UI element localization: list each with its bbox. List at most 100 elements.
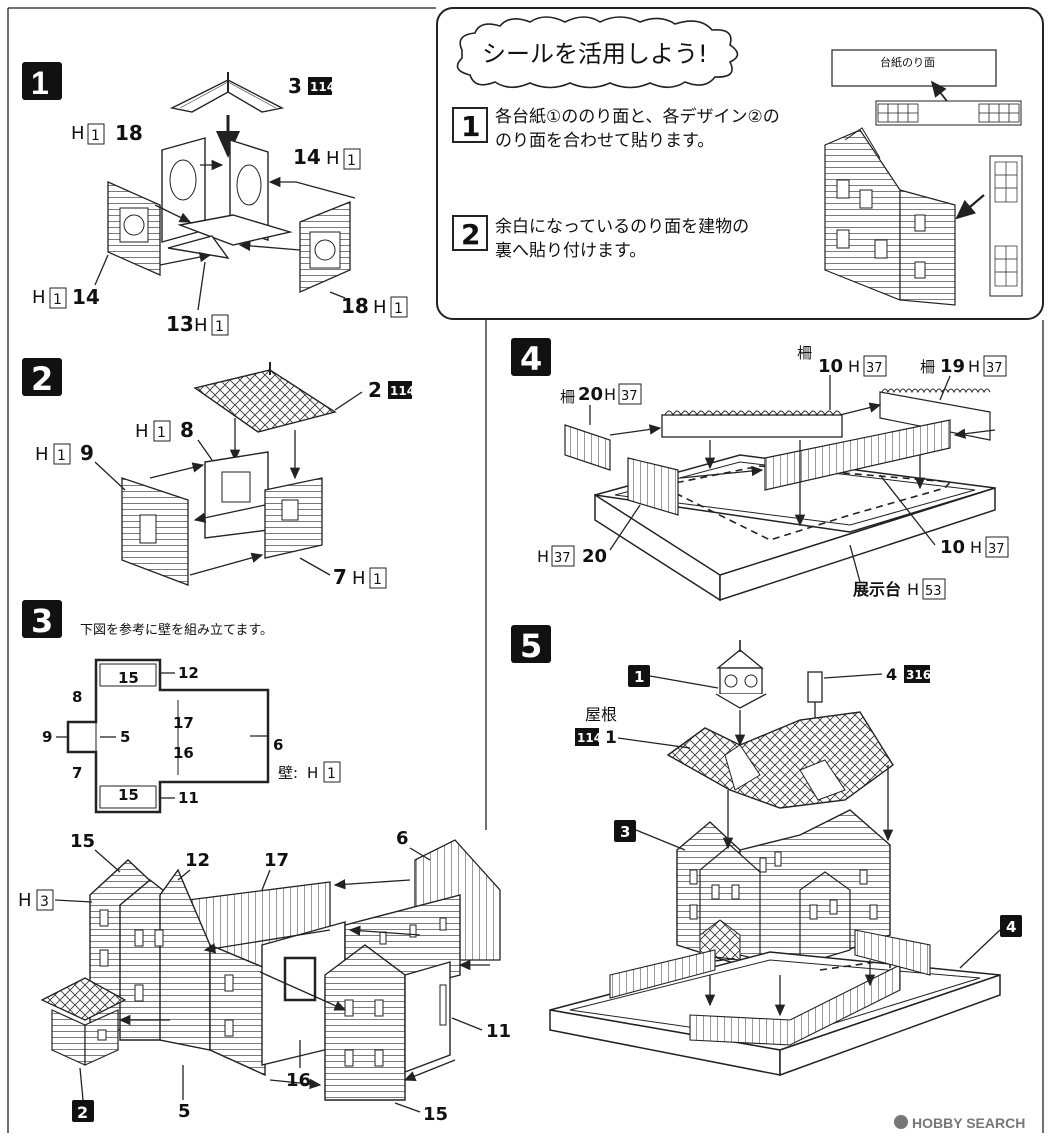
svg-text:柵: 柵 (920, 358, 935, 376)
step-3-number: 3 (31, 602, 53, 640)
svg-text:1: 1 (53, 292, 62, 308)
tip-1-text-2: のり面を合わせて貼ります。 (495, 131, 714, 151)
svg-text:H: H (326, 148, 340, 169)
step-2: 2 2 114 H 1 8 H 1 9 7 H 1 (22, 358, 415, 589)
svg-text:H: H (35, 444, 49, 465)
cupola-part (715, 640, 767, 709)
svg-text:20: 20 (578, 384, 603, 405)
step-3-badge (22, 600, 62, 638)
fence-20-left (564, 424, 611, 471)
tip-house-sketch (824, 127, 956, 306)
svg-text:8: 8 (72, 688, 82, 706)
display-stand-label: 展示台 (853, 580, 901, 599)
tip-title: シールを活用しよう! (482, 40, 708, 68)
tip-2-text-1: 余白になっているのり面を建物の (495, 217, 749, 237)
sticker-tip-box: シールを活用しよう! 1 各台紙①ののり面と、各デザイン②の のり面を合わせて貼… (436, 7, 1044, 320)
svg-text:6: 6 (396, 828, 409, 849)
step-3: 3 下図を参考に壁を組み立てます。 15 12 8 9 5 17 16 6 7 … (18, 600, 511, 1125)
svg-text:5: 5 (178, 1101, 191, 1122)
watermark: HOBBY SEARCH (894, 1115, 1025, 1131)
svg-text:H: H (907, 580, 919, 599)
svg-text:316: 316 (906, 668, 931, 682)
fence-10-front (764, 419, 951, 491)
svg-text:1: 1 (634, 668, 644, 686)
svg-text:19: 19 (940, 356, 965, 377)
svg-text:7: 7 (72, 764, 82, 782)
step-4-badge (511, 338, 551, 376)
svg-text:4: 4 (1006, 918, 1016, 936)
step-4: 4 (511, 338, 1009, 602)
svg-text:10: 10 (818, 356, 843, 377)
label-18a: 18 (115, 121, 143, 145)
svg-text:1: 1 (394, 301, 403, 317)
step-3-assembly: 15 12 17 6 H 3 11 16 5 15 2 (18, 828, 511, 1125)
label-8: 8 (180, 418, 194, 442)
chimney-part (807, 671, 823, 703)
svg-text:3: 3 (620, 823, 630, 841)
svg-text:H: H (307, 764, 318, 782)
title-cloud (456, 16, 739, 89)
svg-text:17: 17 (264, 850, 289, 871)
svg-text:10: 10 (940, 537, 965, 558)
label-14b: 14 (72, 285, 100, 309)
tip-1-badge (452, 107, 488, 143)
svg-text:1: 1 (605, 728, 617, 748)
step-1: 1 3 1 14 H 1 18 (22, 62, 408, 336)
svg-text:37: 37 (988, 542, 1005, 557)
svg-text:H: H (71, 123, 85, 144)
svg-text:H: H (537, 547, 549, 566)
svg-text:15: 15 (118, 786, 139, 804)
roof-label: 屋根 (585, 705, 617, 724)
label-3: 3 (288, 74, 302, 98)
fence-10-back (661, 410, 843, 438)
step-5-number: 5 (520, 627, 542, 665)
step-2-number: 2 (31, 360, 53, 398)
tip-2-badge (452, 215, 488, 251)
svg-text:H: H (604, 385, 616, 404)
svg-text:12: 12 (178, 664, 199, 682)
house-assembly (676, 809, 891, 976)
svg-text:柵: 柵 (797, 344, 812, 362)
part-13-floor (177, 214, 293, 246)
svg-text:37: 37 (621, 389, 638, 404)
svg-text:37: 37 (986, 361, 1003, 376)
svg-text:H: H (373, 297, 387, 318)
label-13: 13 (166, 312, 194, 336)
fence-20-front (627, 457, 679, 516)
step-4-number: 4 (520, 340, 542, 378)
svg-text:H: H (848, 357, 860, 376)
svg-text:114: 114 (577, 731, 602, 745)
svg-text:4: 4 (886, 665, 897, 684)
step-1-badge (22, 62, 62, 100)
floor-plan (66, 658, 270, 814)
watermark-text: HOBBY SEARCH (912, 1115, 1025, 1131)
svg-text:37: 37 (554, 551, 571, 566)
label-7: 7 (333, 565, 347, 589)
step-5: 5 (511, 625, 1022, 1077)
svg-text:1: 1 (347, 153, 356, 169)
svg-text:H: H (18, 890, 32, 911)
label-18b: 18 (341, 294, 369, 318)
glue-side-box (831, 49, 997, 87)
svg-text:1: 1 (215, 319, 224, 335)
svg-text:H: H (970, 538, 982, 557)
svg-text:20: 20 (582, 546, 607, 567)
roof-part-1 (666, 711, 894, 809)
svg-text:H: H (968, 357, 980, 376)
svg-text:6: 6 (273, 736, 283, 754)
label-2: 2 (368, 378, 382, 402)
step-2-badge (22, 358, 62, 396)
svg-text:2: 2 (77, 1103, 88, 1122)
svg-text:17: 17 (173, 714, 194, 732)
label-18a-h: 1 (91, 128, 100, 144)
svg-text:53: 53 (925, 584, 942, 599)
svg-text:15: 15 (118, 669, 139, 687)
label-14a: 14 (293, 145, 321, 169)
step-5-badge (511, 625, 551, 663)
svg-text:H: H (194, 315, 208, 336)
tip-2-number: 2 (461, 218, 480, 251)
svg-text:16: 16 (286, 1070, 311, 1091)
glue-side-label: 台紙のり面 (880, 55, 935, 69)
label-9: 9 (80, 441, 94, 465)
